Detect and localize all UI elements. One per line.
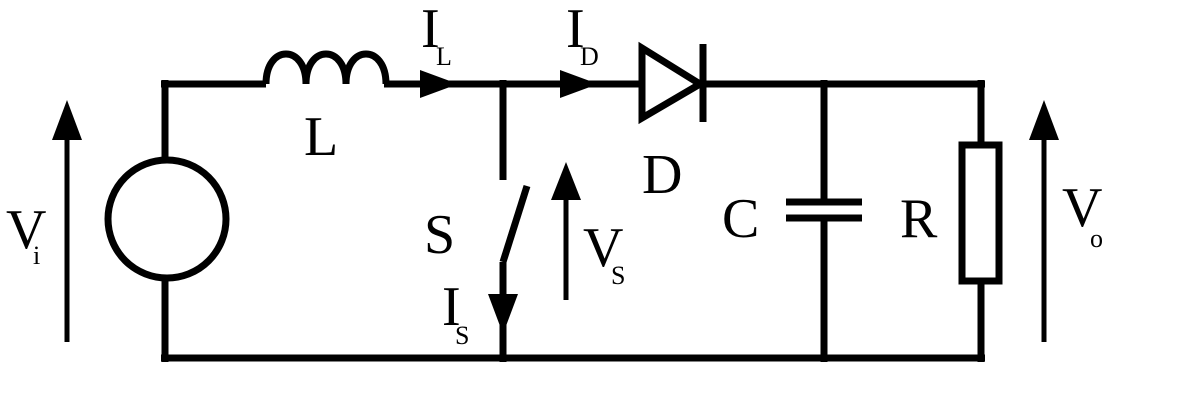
switch-current-subscript: S <box>455 321 469 350</box>
switch-current-arrow-icon <box>488 294 518 334</box>
voltage-source <box>104 156 230 282</box>
diode-current-label: I <box>566 0 585 60</box>
switch <box>499 184 531 264</box>
labels: L D S C R I L I D I S V i V S V o <box>6 0 1103 350</box>
diode-triangle <box>638 41 707 125</box>
output-voltage-subscript: o <box>1090 224 1103 253</box>
inductor-current-arrow-icon <box>420 70 458 98</box>
switch-blade <box>499 184 531 264</box>
diode <box>638 41 707 125</box>
capacitor-label: C <box>722 188 759 250</box>
inductor-label: L <box>304 106 338 168</box>
switch-voltage-label: V <box>583 217 623 279</box>
resistor <box>958 141 1003 285</box>
switch-voltage-arrow-icon <box>551 162 581 200</box>
output-voltage-arrow-icon <box>1029 100 1059 140</box>
diode-current-arrow-icon <box>560 70 598 98</box>
diode-current-subscript: D <box>580 42 599 71</box>
voltage-arrows <box>52 100 1059 342</box>
switch-voltage-subscript: S <box>611 261 625 290</box>
input-voltage-label: V <box>6 199 46 261</box>
switch-current-label: I <box>442 276 461 338</box>
inductor-current-subscript: L <box>436 42 452 71</box>
input-voltage-arrow-icon <box>52 100 82 140</box>
switch-label: S <box>424 204 455 266</box>
resistor-body <box>958 141 1003 285</box>
output-voltage-label: V <box>1062 177 1102 239</box>
capacitor <box>786 198 862 222</box>
diode-label: D <box>642 144 682 206</box>
voltage-source-circle <box>104 156 230 282</box>
inductor-coil <box>262 50 390 85</box>
resistor-label: R <box>900 188 938 250</box>
input-voltage-subscript: i <box>33 241 40 270</box>
current-arrows <box>420 70 598 334</box>
inductor <box>262 50 390 85</box>
inductor-current-label: I <box>421 0 440 60</box>
